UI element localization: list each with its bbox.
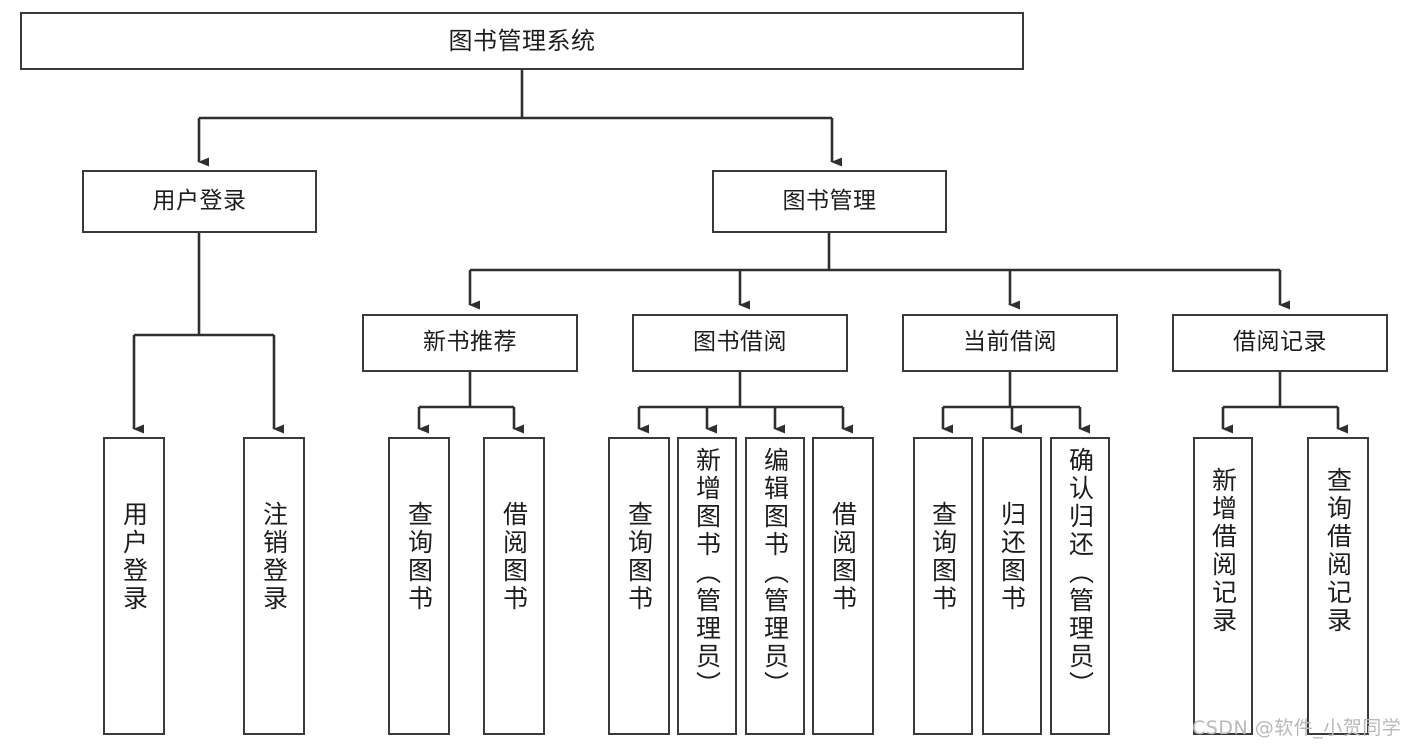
node-label: 归还图书 [997,501,1027,613]
leaf-query-record[interactable]: 查询借阅记录 [1307,437,1369,735]
node-label: 借阅记录 [1233,329,1327,356]
node-user-login[interactable]: 用户登录 [82,170,317,233]
csdn-watermark: CSDN @软件_小贺同学 [1192,717,1402,739]
node-label: 图书借阅 [693,329,787,356]
leaf-query-book-1[interactable]: 查询图书 [388,437,450,735]
node-label: 图书管理 [782,187,877,214]
leaf-add-record[interactable]: 新增借阅记录 [1193,437,1253,735]
node-label: 查询图书 [928,501,958,613]
node-label: 用户登录 [119,501,149,613]
node-label: 查询图书 [404,501,434,613]
node-label: 确认归还（管理员） [1065,447,1095,699]
node-label: 图书管理系统 [448,26,596,55]
node-label: 借阅图书 [828,501,858,613]
leaf-query-book-3[interactable]: 查询图书 [913,437,973,735]
leaf-logout[interactable]: 注销登录 [243,437,305,735]
node-current-borrow[interactable]: 当前借阅 [902,314,1118,372]
node-label: 当前借阅 [963,329,1057,356]
node-label: 注销登录 [259,501,289,613]
leaf-query-book-2[interactable]: 查询图书 [608,437,670,735]
node-root-system[interactable]: 图书管理系统 [20,12,1024,70]
leaf-confirm-return[interactable]: 确认归还（管理员） [1050,437,1110,735]
leaf-borrow-book-1[interactable]: 借阅图书 [483,437,545,735]
node-label: 查询借阅记录 [1323,467,1353,635]
node-borrow-record[interactable]: 借阅记录 [1172,314,1388,372]
node-label: 新增图书（管理员） [692,447,722,699]
node-label: 用户登录 [152,187,247,214]
leaf-add-book[interactable]: 新增图书（管理员） [677,437,737,735]
leaf-return-book[interactable]: 归还图书 [982,437,1042,735]
node-label: 编辑图书（管理员） [760,447,790,699]
leaf-user-login[interactable]: 用户登录 [103,437,165,735]
node-label: 新书推荐 [423,329,517,356]
node-new-book-recommend[interactable]: 新书推荐 [362,314,578,372]
node-label: 借阅图书 [499,501,529,613]
node-book-manage[interactable]: 图书管理 [712,170,947,233]
node-label: 新增借阅记录 [1208,467,1238,635]
leaf-borrow-book-2[interactable]: 借阅图书 [812,437,874,735]
node-label: 查询图书 [624,501,654,613]
node-book-borrow[interactable]: 图书借阅 [632,314,848,372]
leaf-edit-book[interactable]: 编辑图书（管理员） [745,437,805,735]
